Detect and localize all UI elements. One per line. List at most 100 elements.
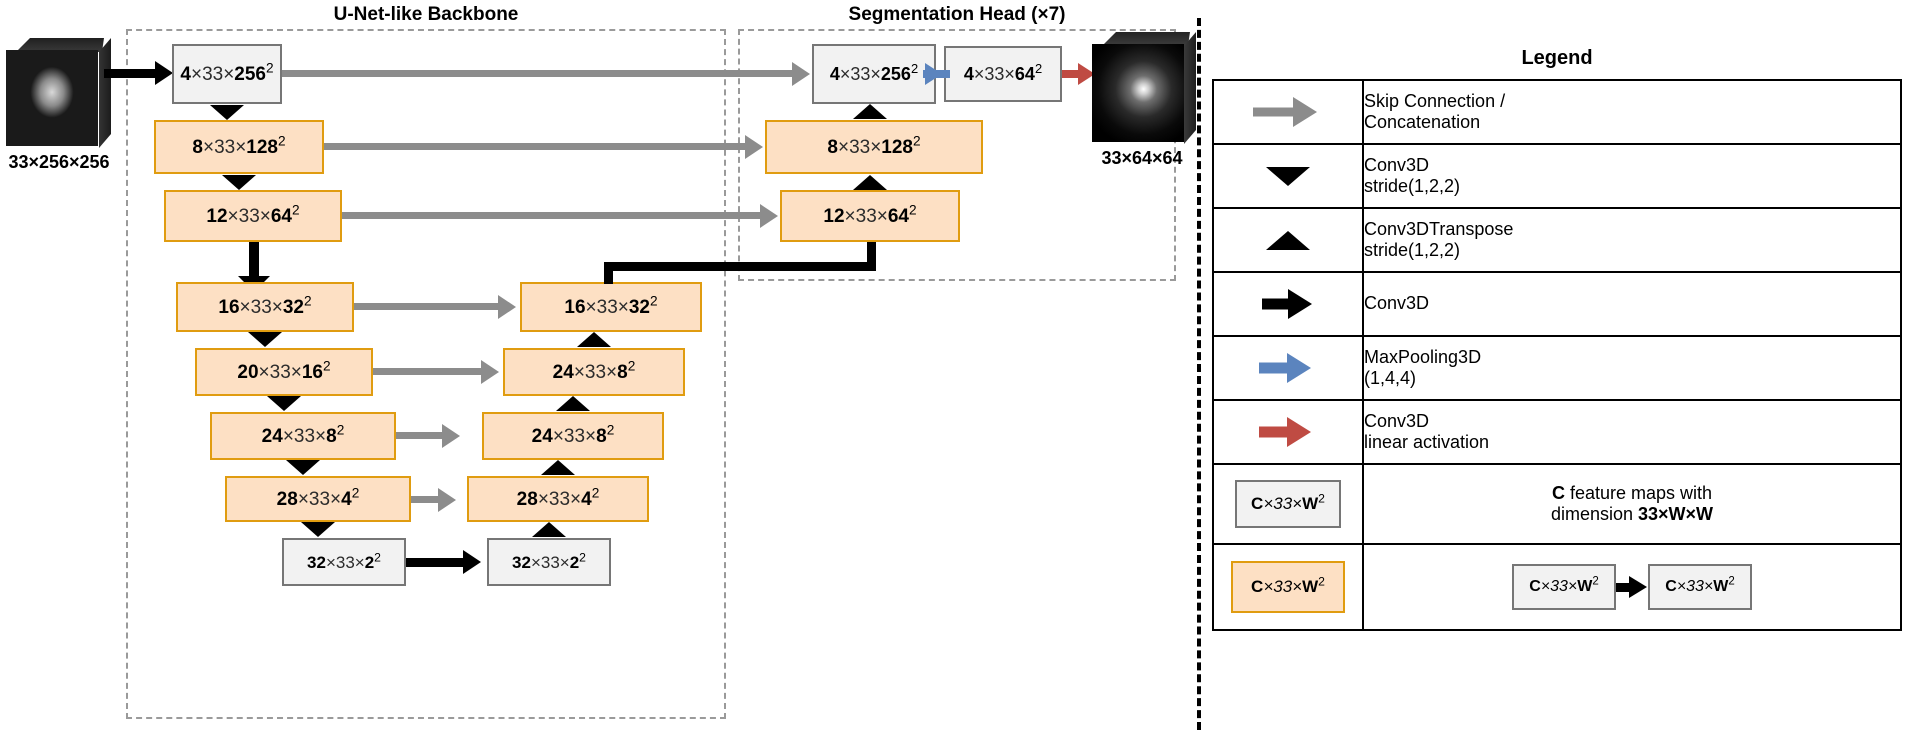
legend-symbol-conv3d-linear-red-arrow <box>1212 399 1364 465</box>
legend-desc-conv3d-linear: Conv3D linear activation <box>1362 399 1902 465</box>
segmentation-head-frame <box>738 29 1176 281</box>
input-volume-caption: 33×256×256 <box>8 152 110 172</box>
decoder-box-0[interactable]: 32×33×22 <box>487 538 611 586</box>
legend-desc-conv3d: Conv3D <box>1362 271 1902 337</box>
legend-orange-minibox-label: C×33×W2 <box>1251 574 1325 596</box>
input-mri-volume <box>6 38 111 148</box>
conv3d-stride-triangle-e3 <box>248 332 282 347</box>
decoder-box-3[interactable]: 24×33×82 <box>503 348 685 396</box>
output-heatmap-slice <box>1092 44 1184 142</box>
legend-row-conv3d-stride: Conv3D stride(1,2,2) <box>1212 143 1902 209</box>
skip-arrow-head-e2-head <box>760 204 778 228</box>
legend-desc-conv3dtranspose: Conv3DTranspose stride(1,2,2) <box>1362 207 1902 273</box>
head-box-12x64[interactable]: 12×33×642 <box>780 190 960 242</box>
encoder-box-6-label: 28×33×42 <box>276 485 360 510</box>
bottleneck-conv-head <box>463 550 481 574</box>
decoder-box-4[interactable]: 16×33×322 <box>520 282 702 332</box>
legend-symbol-conv3d-down-triangle <box>1212 143 1364 209</box>
head-box-8x128-label: 8×33×1282 <box>827 133 921 158</box>
skip-arrow-head-e5-d2 <box>442 424 460 448</box>
legend-table-wrap: Skip Connection / Concatenation Conv3D s… <box>1212 79 1902 631</box>
encoder-box-2-label: 12×33×642 <box>206 202 300 227</box>
head-box-8x128[interactable]: 8×33×1282 <box>765 120 983 174</box>
legend-desc-linear-line2: linear activation <box>1364 432 1490 452</box>
decoder-box-1[interactable]: 28×33×42 <box>467 476 649 522</box>
skip-arrow-shaft-e3-d4 <box>354 303 500 310</box>
decoder-box-1-label: 28×33×42 <box>516 485 600 510</box>
legend-desc-maxpooling3d: MaxPooling3D (1,4,4) <box>1362 335 1902 401</box>
skip-arrow-shaft-e0-head <box>282 70 794 77</box>
encoder-box-7-label: 32×33×22 <box>307 549 381 572</box>
skip-arrow-head-e0-head <box>792 62 810 86</box>
legend-desc-skip-connection: Skip Connection / Concatenation <box>1362 79 1902 145</box>
conv3dtranspose-triangle-d0 <box>532 522 566 537</box>
decoder-box-3-label: 24×33×82 <box>552 358 636 383</box>
legend-desc-maxpool-line1: MaxPooling3D <box>1364 346 1482 367</box>
encoder-box-4[interactable]: 20×33×162 <box>195 348 373 396</box>
linear-activation-arrow-head <box>1078 63 1095 85</box>
backbone-frame <box>126 29 726 719</box>
skip-arrow-shaft-e6-d1 <box>411 496 441 503</box>
decoder-box-2[interactable]: 24×33×82 <box>482 412 664 460</box>
maxpool-arrow-head <box>925 63 942 85</box>
encoder-box-6[interactable]: 28×33×42 <box>225 476 411 522</box>
legend-table: Skip Connection / Concatenation Conv3D s… <box>1212 79 1902 631</box>
legend-grey-minibox-label: C×33×W2 <box>1251 491 1325 513</box>
segmentation-head-title: Segmentation Head (×7) <box>848 4 1066 25</box>
legend-symbol-conv3d-black-arrow <box>1212 271 1364 337</box>
legend-orange-minibox: C×33×W2 <box>1231 561 1345 613</box>
input-conv-arrow-shaft <box>104 69 158 78</box>
head-feed-elbow-horizontal <box>604 262 876 271</box>
legend-desc-conv3d-stride: Conv3D stride(1,2,2) <box>1362 143 1902 209</box>
encoder-box-0[interactable]: 4×33×2562 <box>172 44 282 104</box>
encoder-box-5-label: 24×33×82 <box>261 422 345 447</box>
legend-symbol-skip-connection <box>1212 79 1364 145</box>
legend-chain-minibox-from-label: C×33×W2 <box>1529 575 1599 595</box>
skip-arrow-head-e3-d4 <box>498 295 516 319</box>
legend-desc-conv3d-line2: stride(1,2,2) <box>1364 176 1461 196</box>
legend-desc-skip-line2: Concatenation <box>1364 112 1481 132</box>
encoder-box-7[interactable]: 32×33×22 <box>282 538 406 586</box>
legend-symbol-conv3dtranspose-up-triangle <box>1212 207 1364 273</box>
legend-desc-feature-maps-line1: C feature maps with <box>1364 483 1900 504</box>
decoder-box-0-label: 32×33×22 <box>512 549 586 572</box>
conv3d-stride-triangle-e5 <box>286 460 320 475</box>
legend-desc-transpose-line2: stride(1,2,2) <box>1364 240 1461 260</box>
conv3dtranspose-triangle-head-2 <box>853 104 887 119</box>
legend-grey-minibox: C×33×W2 <box>1235 480 1341 528</box>
linear-activation-arrow-shaft <box>1062 70 1080 78</box>
encoder-box-0-label: 4×33×2562 <box>180 60 274 85</box>
encoder-box-1-label: 8×33×1282 <box>192 133 286 158</box>
encoder-box-3[interactable]: 16×33×322 <box>176 282 354 332</box>
legend-desc-conv3d-only: Conv3D <box>1364 293 1430 314</box>
skip-arrow-shaft-e2-head <box>342 212 762 219</box>
legend-title: Legend <box>1521 47 1593 69</box>
head-box-4x64[interactable]: 4×33×642 <box>944 46 1062 102</box>
head-feed-shaft-up <box>867 238 876 268</box>
skip-arrow-shaft-e4-d3 <box>373 368 483 375</box>
encoder-box-5[interactable]: 24×33×82 <box>210 412 396 460</box>
legend-symbol-orange-feature-box: C×33×W2 <box>1212 543 1364 631</box>
encoder-conv-shaft-e2 <box>249 242 259 278</box>
conv3d-stride-triangle-e0 <box>210 105 244 120</box>
legend-row-skip: Skip Connection / Concatenation <box>1212 79 1902 145</box>
encoder-box-3-label: 16×33×322 <box>218 293 312 318</box>
legend-symbol-grey-feature-box: C×33×W2 <box>1212 463 1364 545</box>
conv3d-stride-triangle-e4 <box>267 396 301 411</box>
legend-row-conv3d: Conv3D <box>1212 271 1902 337</box>
backbone-title: U-Net-like Backbone <box>333 4 519 25</box>
legend-desc-dimension: dimension <box>1550 504 1638 524</box>
legend-separator <box>1197 18 1201 730</box>
encoder-box-2[interactable]: 12×33×642 <box>164 190 342 242</box>
decoder-box-4-label: 16×33×322 <box>564 293 658 318</box>
legend-row-maxpooling3d: MaxPooling3D (1,4,4) <box>1212 335 1902 401</box>
legend-chain-minibox-from: C×33×W2 <box>1512 564 1616 610</box>
skip-arrow-shaft-e5-d2 <box>396 432 444 439</box>
head-feed-elbow-vertical <box>604 262 613 284</box>
legend-row-orange-box: C×33×W2 C×33×W2 <box>1212 543 1902 631</box>
head-box-4x256[interactable]: 4×33×2562 <box>812 44 936 104</box>
encoder-box-1[interactable]: 8×33×1282 <box>154 120 324 174</box>
conv3dtranspose-triangle-head-1 <box>853 175 887 190</box>
head-box-4x64-label: 4×33×642 <box>963 61 1043 84</box>
